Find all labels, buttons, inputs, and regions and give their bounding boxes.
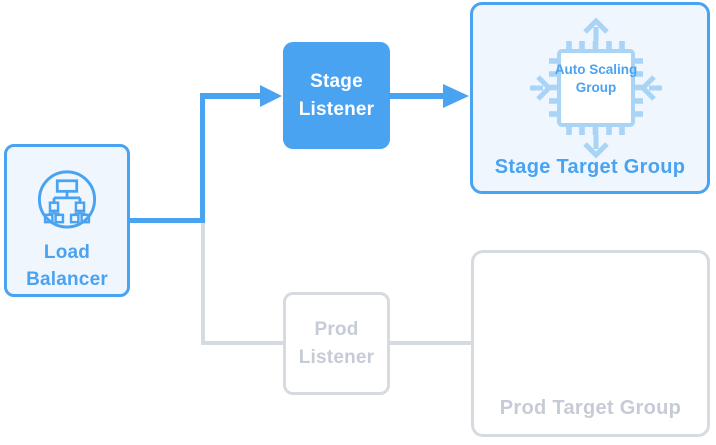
connector-load-balancer-out — [128, 218, 205, 223]
prod-listener-node: Prod Listener — [283, 292, 390, 395]
load-balancer-icon — [37, 170, 97, 229]
load-balancer-node: Load Balancer — [4, 144, 130, 297]
scaling-arrows — [530, 17, 662, 159]
stage-listener-node: Stage Listener — [283, 42, 390, 149]
connector-prod-listener-to-prod-target-group — [389, 341, 472, 345]
connector-stage-listener-to-stage-target-group — [389, 93, 445, 99]
connector-junction-to-prod-listener — [201, 341, 283, 345]
arrowhead-into-stage-listener — [260, 85, 282, 107]
load-balancer-label: Load Balancer — [26, 241, 108, 291]
connector-junction-to-stage-vertical — [200, 93, 205, 223]
prod-listener-label: Prod Listener — [298, 318, 375, 368]
auto-scaling-group-label: Auto Scaling Group — [554, 62, 638, 95]
prod-target-group-label: Prod Target Group — [499, 397, 682, 419]
chip-pins — [549, 41, 643, 135]
arrowhead-into-stage-target-group — [443, 84, 469, 108]
stage-listener-label: Stage Listener — [298, 70, 375, 120]
connector-junction-to-stage-listener — [200, 93, 262, 99]
connector-junction-to-prod-vertical — [201, 220, 205, 344]
stage-target-group-node: Auto Scaling Group Stage Target Group — [470, 2, 710, 194]
prod-target-group-node: Prod Target Group — [471, 250, 710, 437]
auto-scaling-group-icon — [530, 17, 662, 159]
stage-target-group-label: Stage Target Group — [494, 156, 686, 178]
